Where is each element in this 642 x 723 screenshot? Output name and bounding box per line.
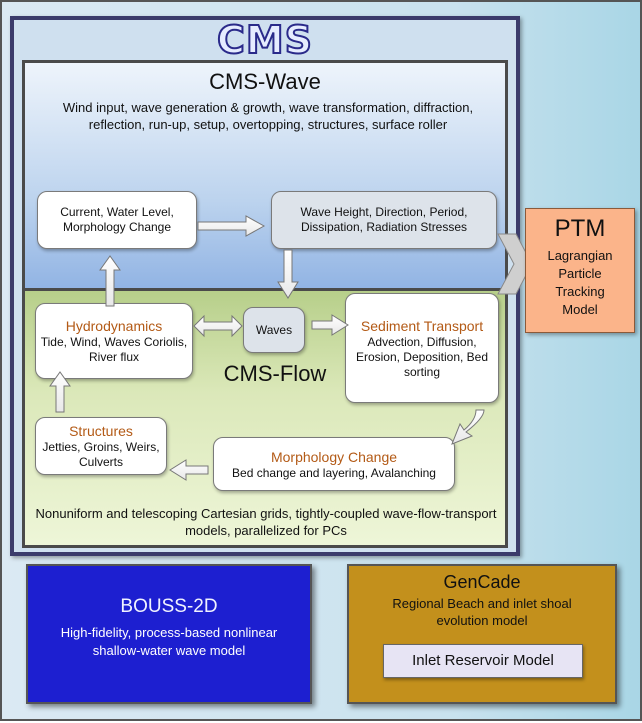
ptm-detail: Lagrangian Particle Tracking Model — [547, 248, 613, 317]
cms-flow-panel: CMS-Flow Hydrodynamics Tide, Wind, Waves… — [22, 288, 508, 548]
arrow-hydro-waves-double — [193, 314, 243, 338]
ptm-box: PTM Lagrangian Particle Tracking Model — [525, 208, 635, 333]
bouss2d-title: BOUSS-2D — [120, 596, 218, 617]
gencade-detail: Regional Beach and inlet shoal evolution… — [392, 596, 572, 628]
hydrodynamics-box: Hydrodynamics Tide, Wind, Waves Coriolis… — [35, 303, 193, 379]
cms-wave-title: CMS-Wave — [209, 69, 321, 94]
sediment-transport-box: Sediment Transport Advection, Diffusion,… — [345, 293, 499, 403]
cms-title: CMS — [216, 17, 314, 63]
cms-wave-description: Wind input, wave generation & growth, wa… — [62, 100, 474, 132]
structures-detail: Jetties, Groins, Weirs, Culverts — [42, 440, 160, 469]
wave-outputs-text: Wave Height, Direction, Period, Dissipat… — [300, 205, 468, 234]
waves-box: Waves — [243, 307, 305, 353]
wave-inputs-box: Current, Water Level, Morphology Change — [37, 191, 197, 249]
cms-flow-title: CMS-Flow — [223, 361, 327, 386]
hydrodynamics-title: Hydrodynamics — [65, 318, 163, 334]
waves-text: Waves — [255, 322, 293, 337]
arrow-outputs-to-waves — [277, 249, 299, 299]
arrows-layer — [49, 215, 485, 481]
gencade-title: GenCade — [443, 572, 521, 592]
morphology-change-box: Morphology Change Bed change and layerin… — [213, 437, 455, 491]
sediment-transport-title: Sediment Transport — [360, 317, 484, 334]
arrow-waves-to-sediment — [311, 314, 349, 336]
cms-frame: CMS CMS-Wave Wind input, wave generation… — [10, 16, 520, 556]
bouss2d-detail: High-fidelity, process-based nonlinear s… — [60, 625, 278, 658]
hydrodynamics-detail: Tide, Wind, Waves Coriolis, River flux — [40, 335, 188, 364]
sediment-transport-detail: Advection, Diffusion, Erosion, Depositio… — [355, 334, 489, 379]
chevron-to-ptm — [497, 233, 533, 295]
arrow-sediment-to-morphology — [451, 409, 485, 445]
arrow-structures-to-hydro — [49, 371, 71, 413]
arrow-inputs-to-outputs — [197, 215, 266, 237]
inlet-reservoir-box: Inlet Reservoir Model — [383, 644, 583, 678]
morphology-change-detail: Bed change and layering, Avalanching — [232, 465, 436, 480]
arrow-morphology-to-structures — [169, 459, 209, 481]
arrow-hydro-to-inputs — [99, 255, 121, 307]
bouss2d-box: BOUSS-2D High-fidelity, process-based no… — [26, 564, 312, 704]
cms-flow-description: Nonuniform and telescoping Cartesian gri… — [35, 506, 497, 538]
morphology-change-title: Morphology Change — [270, 448, 398, 465]
gencade-box: GenCade Regional Beach and inlet shoal e… — [347, 564, 617, 704]
structures-title: Structures — [69, 423, 133, 439]
structures-box: Structures Jetties, Groins, Weirs, Culve… — [35, 417, 167, 475]
ptm-title: PTM — [554, 215, 606, 242]
wave-inputs-text: Current, Water Level, Morphology Change — [60, 205, 174, 234]
wave-outputs-box: Wave Height, Direction, Period, Dissipat… — [271, 191, 497, 249]
